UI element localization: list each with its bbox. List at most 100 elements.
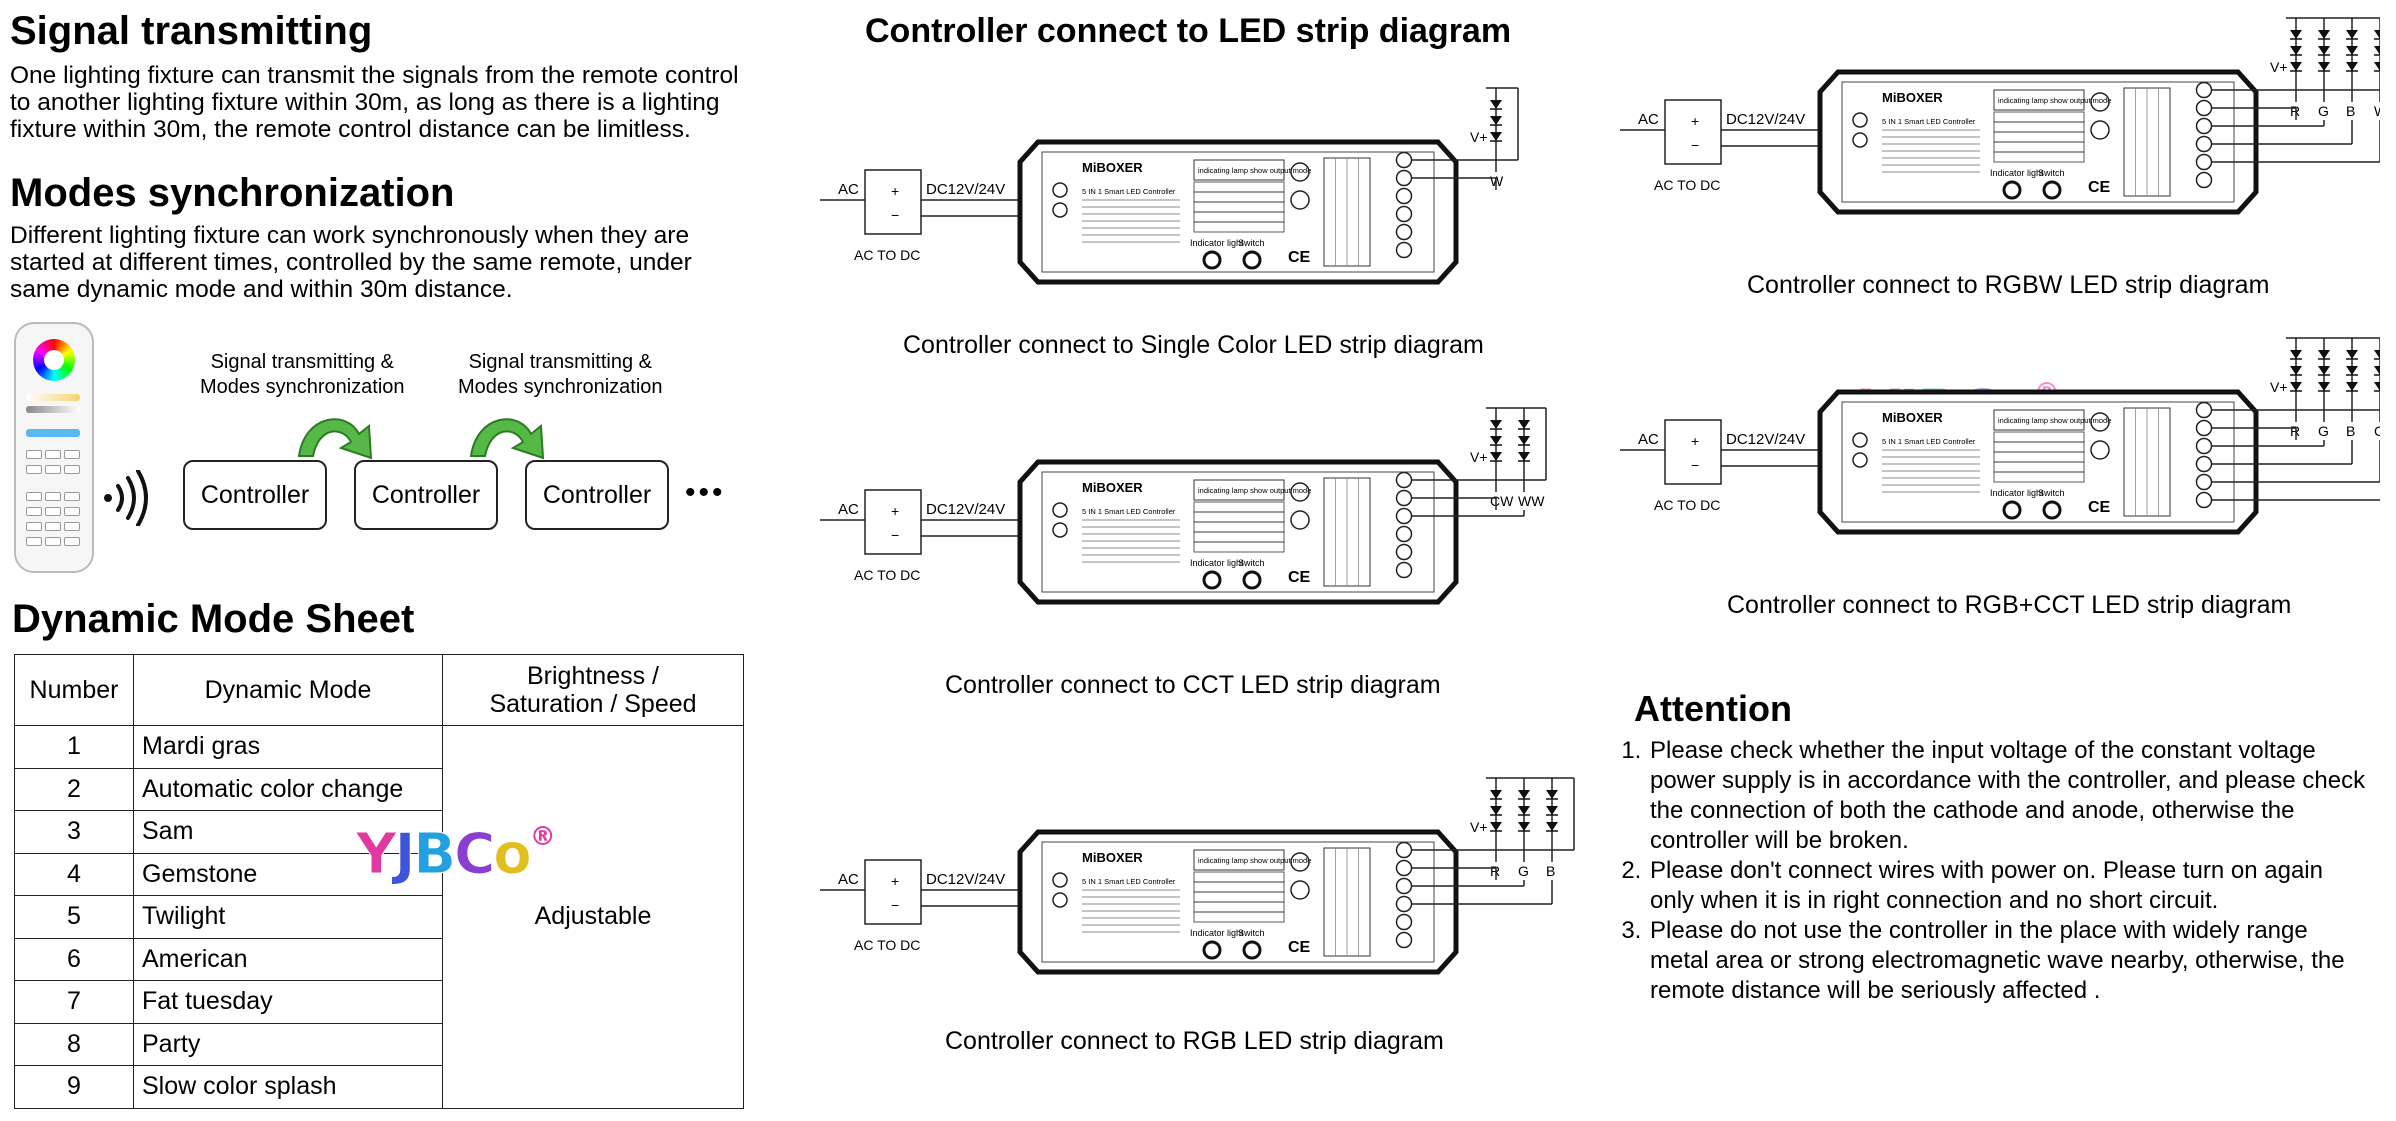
channel-label: R xyxy=(2290,103,2300,119)
vplus-label: V+ xyxy=(1470,129,1488,145)
led-icon xyxy=(1518,806,1530,815)
led-icon xyxy=(1518,420,1530,429)
ac-to-dc-label: AC TO DC xyxy=(854,567,920,583)
arrow-label-2: Signal transmitting &Modes synchronizati… xyxy=(458,351,663,398)
channel-label: R xyxy=(1490,863,1500,879)
channel-label: W xyxy=(1490,173,1504,189)
ac-to-dc-label: AC TO DC xyxy=(854,937,920,953)
led-icon xyxy=(2290,382,2302,391)
led-icon xyxy=(2346,62,2358,71)
led-icon xyxy=(2346,46,2358,55)
vplus-label: V+ xyxy=(2270,379,2288,395)
svg-text:+: + xyxy=(1691,113,1699,129)
indicator-light-label: Indicator light xyxy=(1990,488,2044,498)
led-icon xyxy=(1490,100,1502,109)
led-icon xyxy=(2374,350,2380,359)
svg-text:−: − xyxy=(891,897,899,913)
svg-text:5 IN 1 Smart LED Controller: 5 IN 1 Smart LED Controller xyxy=(1082,187,1176,196)
caption-cct: Controller connect to CCT LED strip diag… xyxy=(945,671,1441,699)
svg-text:+: + xyxy=(891,873,899,889)
vplus-label: V+ xyxy=(2270,59,2288,75)
green-curved-arrow-icon xyxy=(469,418,545,460)
adjustable-cell: Adjustable xyxy=(442,725,744,1109)
led-icon xyxy=(2346,30,2358,39)
ce-mark: CE xyxy=(1288,939,1311,956)
caption-rgbcct: Controller connect to RGB+CCT LED strip … xyxy=(1727,591,2292,619)
ac-label: AC xyxy=(838,181,859,198)
power-supply-box xyxy=(1664,419,1722,485)
led-icon xyxy=(1490,420,1502,429)
attention-item-1: Please check whether the input voltage o… xyxy=(1648,736,2368,856)
channel-label: G xyxy=(2318,103,2329,119)
svg-text:indicating lamp show output mo: indicating lamp show output mode xyxy=(1998,96,2111,105)
diagram-title: Controller connect to LED strip diagram xyxy=(865,12,1512,50)
svg-text:+: + xyxy=(891,503,899,519)
remote-control-icon xyxy=(14,322,94,573)
led-icon xyxy=(2374,46,2380,55)
modes-title: Modes synchronization xyxy=(10,171,455,215)
attention-title: Attention xyxy=(1634,688,1792,729)
indicator-light-label: Indicator light xyxy=(1190,558,1244,568)
channel-label: B xyxy=(2346,423,2355,439)
led-icon xyxy=(2318,62,2330,71)
led-icon xyxy=(2290,350,2302,359)
dynamic-mode-table: Number Dynamic Mode Brightness /Saturati… xyxy=(14,654,744,1109)
controller-box-1: Controller xyxy=(183,460,327,530)
svg-text:−: − xyxy=(891,527,899,543)
signal-title: Signal transmitting xyxy=(10,9,373,53)
table-header-row: Number Dynamic Mode Brightness /Saturati… xyxy=(14,654,744,726)
attention-list: Please check whether the input voltage o… xyxy=(1622,736,2368,1006)
brand-label: MiBOXER xyxy=(1882,410,1943,425)
led-icon xyxy=(1490,822,1502,831)
channel-label: W xyxy=(2374,103,2380,119)
brand-label: MiBOXER xyxy=(1882,90,1943,105)
svg-text:+: + xyxy=(1691,433,1699,449)
ac-label: AC xyxy=(1638,111,1659,128)
led-icon xyxy=(2346,382,2358,391)
svg-text:indicating lamp show output mo: indicating lamp show output mode xyxy=(1198,166,1311,175)
power-supply-box xyxy=(864,169,922,235)
led-icon xyxy=(1518,436,1530,445)
watermark-logo: YJBCo® xyxy=(356,822,556,888)
ac-label: AC xyxy=(838,501,859,518)
channel-label: G xyxy=(2318,423,2329,439)
ac-label: AC xyxy=(838,871,859,888)
caption-single: Controller connect to Single Color LED s… xyxy=(903,331,1484,359)
brand-label: MiBOXER xyxy=(1082,480,1143,495)
switch-label: Switch xyxy=(2038,488,2065,498)
channel-label: R xyxy=(2290,423,2300,439)
svg-text:5 IN 1 Smart LED Controller: 5 IN 1 Smart LED Controller xyxy=(1082,507,1176,516)
channel-label: CW xyxy=(1490,493,1514,509)
dc-label: DC12V/24V xyxy=(1726,431,1805,448)
channel-label: CW xyxy=(2374,423,2380,439)
led-icon xyxy=(2290,46,2302,55)
power-supply-box xyxy=(864,489,922,555)
dc-label: DC12V/24V xyxy=(926,181,1005,198)
vplus-label: V+ xyxy=(1470,819,1488,835)
svg-text:indicating lamp show output mo: indicating lamp show output mode xyxy=(1198,856,1311,865)
led-icon xyxy=(2346,350,2358,359)
led-icon xyxy=(2318,366,2330,375)
switch-label: Switch xyxy=(2038,168,2065,178)
ac-to-dc-label: AC TO DC xyxy=(1654,497,1720,513)
led-icon xyxy=(2290,30,2302,39)
attention-item-2: Please don't connect wires with power on… xyxy=(1648,856,2368,916)
dc-label: DC12V/24V xyxy=(926,871,1005,888)
green-curved-arrow-icon xyxy=(297,418,373,460)
svg-text:5 IN 1 Smart LED Controller: 5 IN 1 Smart LED Controller xyxy=(1082,877,1176,886)
led-icon xyxy=(2290,62,2302,71)
ac-to-dc-label: AC TO DC xyxy=(854,247,920,263)
brand-label: MiBOXER xyxy=(1082,160,1143,175)
led-icon xyxy=(1490,116,1502,125)
caption-rgbw: Controller connect to RGBW LED strip dia… xyxy=(1747,271,2270,299)
led-icon xyxy=(2318,382,2330,391)
led-icon xyxy=(2290,366,2302,375)
led-icon xyxy=(2318,350,2330,359)
ac-label: AC xyxy=(1638,431,1659,448)
led-icon xyxy=(2318,46,2330,55)
